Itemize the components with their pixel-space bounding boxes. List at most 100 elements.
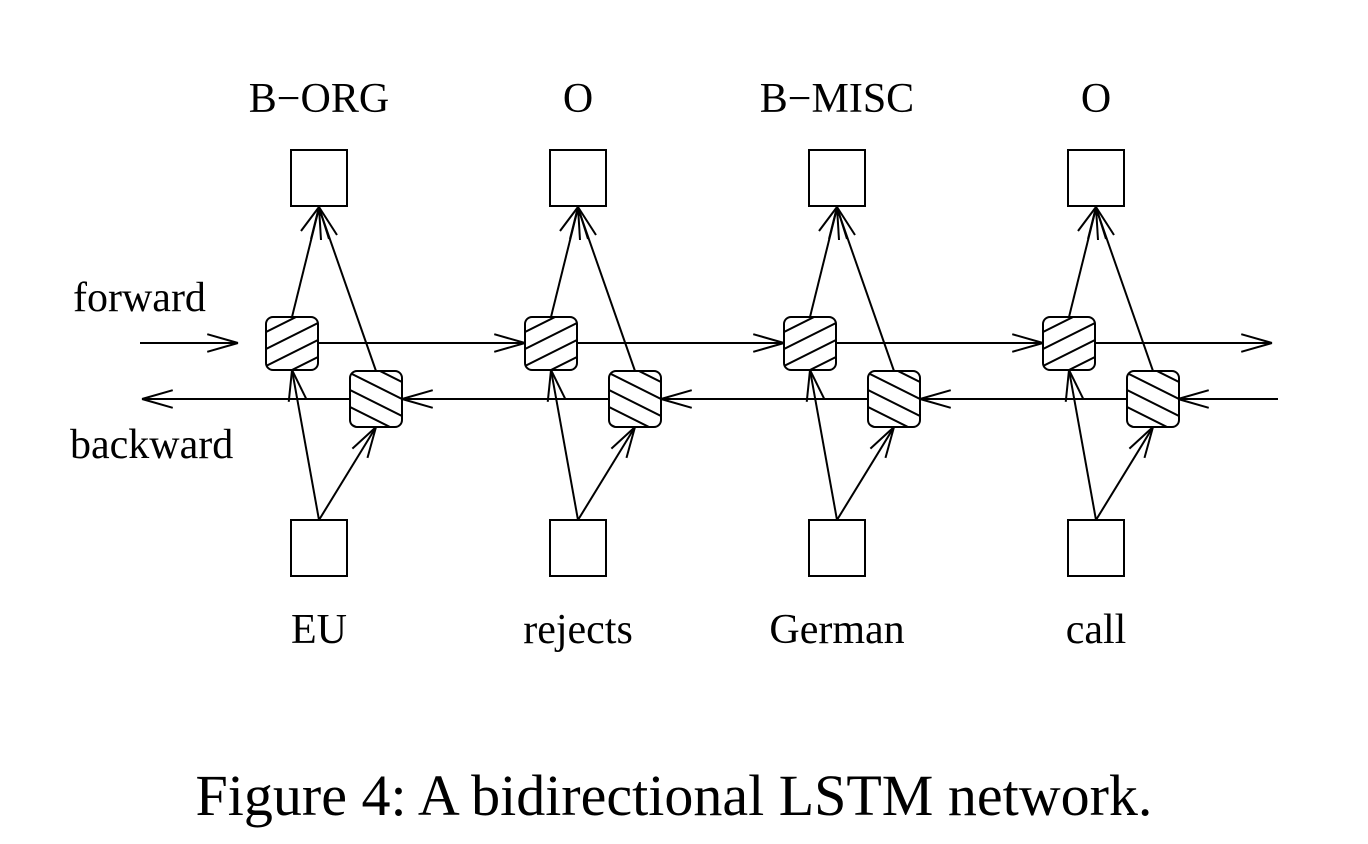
forward-lstm-cell: [521, 316, 581, 419]
hatch-line: [525, 317, 577, 318]
hatch-line: [780, 389, 840, 419]
hatch-line: [605, 337, 665, 367]
converging-arrowheads: [1077, 206, 1115, 241]
arrow-head: [351, 426, 377, 450]
arrow-head: [828, 206, 838, 240]
cell-border: [265, 316, 319, 371]
arrow-head: [493, 342, 526, 353]
hatch-line: [521, 389, 581, 419]
arrow-head: [366, 426, 377, 459]
arrow-head: [493, 333, 526, 344]
hatch-pattern: [780, 317, 840, 419]
forward-label: forward: [73, 275, 206, 321]
forward-arrow: [577, 333, 785, 353]
arrow-head: [577, 206, 581, 241]
arrow-head: [1240, 342, 1273, 353]
arrow-head: [318, 206, 322, 241]
input-box: [290, 519, 348, 577]
hatch-line: [1123, 439, 1183, 469]
forward-arrow: [1095, 333, 1273, 353]
arrow-head: [884, 426, 895, 459]
hatch-line: [1127, 371, 1179, 385]
arrow-head: [310, 206, 320, 240]
input-to-forward-arrow: [805, 369, 838, 521]
arrow-head: [1095, 206, 1107, 240]
hatch-line: [784, 354, 836, 370]
input-to-forward-arrow: [1064, 369, 1097, 521]
hatch-line: [1043, 320, 1095, 352]
timestep-3: [1042, 149, 1183, 577]
arrow-shaft: [809, 369, 838, 521]
timestep-0: [262, 149, 406, 577]
backward-arrow: [141, 389, 350, 409]
hatch-line: [525, 337, 577, 369]
output-box: [549, 149, 607, 207]
hatch-line: [1127, 404, 1179, 427]
arrow-shaft: [1068, 369, 1097, 521]
arrow-head: [401, 398, 434, 409]
hatch-line: [266, 354, 318, 370]
hatch-pattern: [346, 337, 406, 427]
input-to-forward-arrow: [287, 369, 320, 521]
arrow-head: [836, 206, 848, 240]
arrow-head: [141, 398, 174, 409]
cell-bg: [609, 371, 661, 427]
backward-arrow: [919, 389, 1127, 409]
converging-arrowheads: [818, 206, 856, 241]
forward-lstm-cell: [1042, 316, 1096, 371]
arrow-head: [569, 206, 579, 240]
input-box: [1067, 519, 1125, 577]
backward-arrow: [401, 389, 609, 409]
forward-arrow: [836, 333, 1044, 353]
hatch-line: [266, 317, 318, 318]
connections: [140, 206, 1278, 521]
arrow-head: [805, 369, 811, 402]
hatch-line: [1043, 354, 1095, 370]
hatch-line: [784, 320, 836, 352]
hatch-line: [1123, 337, 1183, 367]
input-box: [549, 519, 607, 577]
hatch-pattern: [1043, 317, 1095, 370]
hatch-line: [605, 439, 665, 469]
hatch-line: [346, 337, 406, 367]
arrow-head: [1128, 426, 1154, 450]
arrow-head: [610, 426, 636, 450]
hatch-line: [784, 317, 836, 318]
hatch-line: [266, 320, 318, 352]
arrow-head: [869, 426, 895, 450]
hatch-line: [266, 337, 318, 369]
hatch-line: [784, 337, 836, 369]
arrow-head: [141, 389, 174, 400]
hatch-pattern: [521, 317, 581, 419]
arrow-head: [300, 206, 320, 232]
arrow-head: [1077, 206, 1097, 232]
arrow-head: [809, 369, 826, 400]
backward-lstm-cell: [605, 337, 665, 469]
input-label: German: [769, 607, 904, 653]
hatch-line: [784, 317, 836, 335]
hatch-line: [1043, 337, 1095, 369]
hatch-line: [868, 371, 920, 385]
cell-border: [608, 370, 662, 428]
arrow-head: [291, 369, 308, 400]
forward-input-arrow: [140, 333, 239, 353]
backward-arrow: [660, 389, 868, 409]
arrow-head: [818, 206, 838, 232]
arrow-head: [1011, 333, 1044, 344]
cell-border: [1126, 370, 1180, 428]
forward-lstm-cell: [780, 316, 840, 419]
arrow-head: [1143, 426, 1154, 459]
converging-arrowheads: [300, 206, 338, 241]
arrow-head: [1011, 342, 1044, 353]
hatch-line: [1043, 317, 1095, 335]
arrow-shaft: [550, 369, 579, 521]
input-to-backward-arrow: [318, 426, 377, 521]
arrow-head: [206, 342, 239, 353]
hatch-line: [262, 389, 322, 419]
hatch-line: [1127, 387, 1179, 419]
cell-bg: [868, 371, 920, 427]
arrow-head: [752, 342, 785, 353]
backward-label: backward: [70, 422, 233, 468]
hatch-line: [609, 387, 661, 419]
